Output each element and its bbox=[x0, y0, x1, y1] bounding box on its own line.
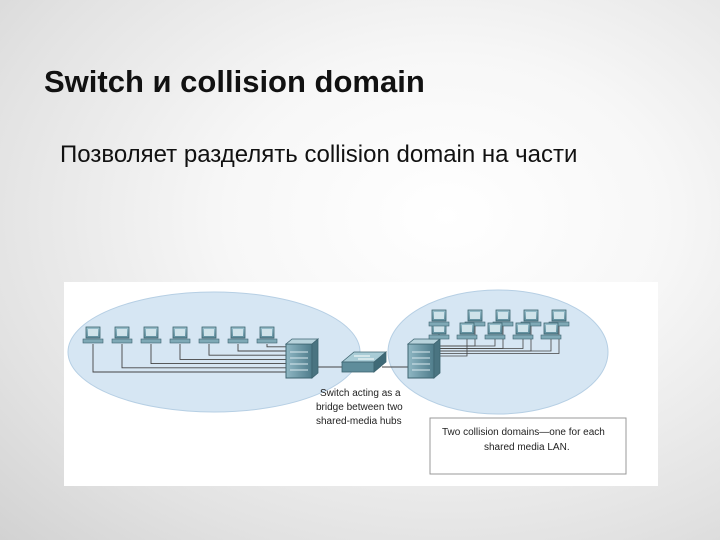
hub-left-icon bbox=[284, 338, 320, 379]
right-domain-pcs bbox=[428, 309, 570, 340]
pc-left-5 bbox=[198, 326, 220, 344]
switch-label-line-3: shared-media hubs bbox=[316, 416, 402, 427]
callout-label-line-2: shared media LAN. bbox=[484, 442, 570, 453]
pc-left-6 bbox=[227, 326, 249, 344]
callout-label-line-1: Two collision domains—one for each bbox=[442, 427, 605, 438]
switch-label-line-1: Switch acting as a bbox=[320, 388, 401, 399]
slide-body-text: Позволяет разделять collision domain на … bbox=[60, 141, 578, 168]
pc-left-7 bbox=[256, 326, 278, 344]
pc-right-5 bbox=[456, 322, 478, 340]
pc-left-1 bbox=[82, 326, 104, 344]
network-diagram: Switch acting as a bridge between two sh… bbox=[64, 282, 658, 486]
callout-box bbox=[429, 417, 627, 475]
hub-right-icon bbox=[406, 338, 442, 379]
pc-right-10 bbox=[428, 309, 450, 327]
switch-label: Switch acting as a bridge between two sh… bbox=[316, 388, 403, 427]
pc-right-4 bbox=[548, 309, 570, 327]
pc-right-6 bbox=[484, 322, 506, 340]
switch-label-line-2: bridge between two bbox=[316, 402, 403, 413]
pc-left-4 bbox=[169, 326, 191, 344]
left-hub-wiring bbox=[92, 344, 286, 373]
switch-icon bbox=[340, 351, 388, 373]
pc-left-3 bbox=[140, 326, 162, 344]
slide-title: Switch и collision domain bbox=[44, 64, 425, 99]
pc-left-2 bbox=[111, 326, 133, 344]
pc-right-7 bbox=[512, 322, 534, 340]
left-domain-pcs bbox=[82, 326, 278, 344]
pc-right-8 bbox=[540, 322, 562, 340]
